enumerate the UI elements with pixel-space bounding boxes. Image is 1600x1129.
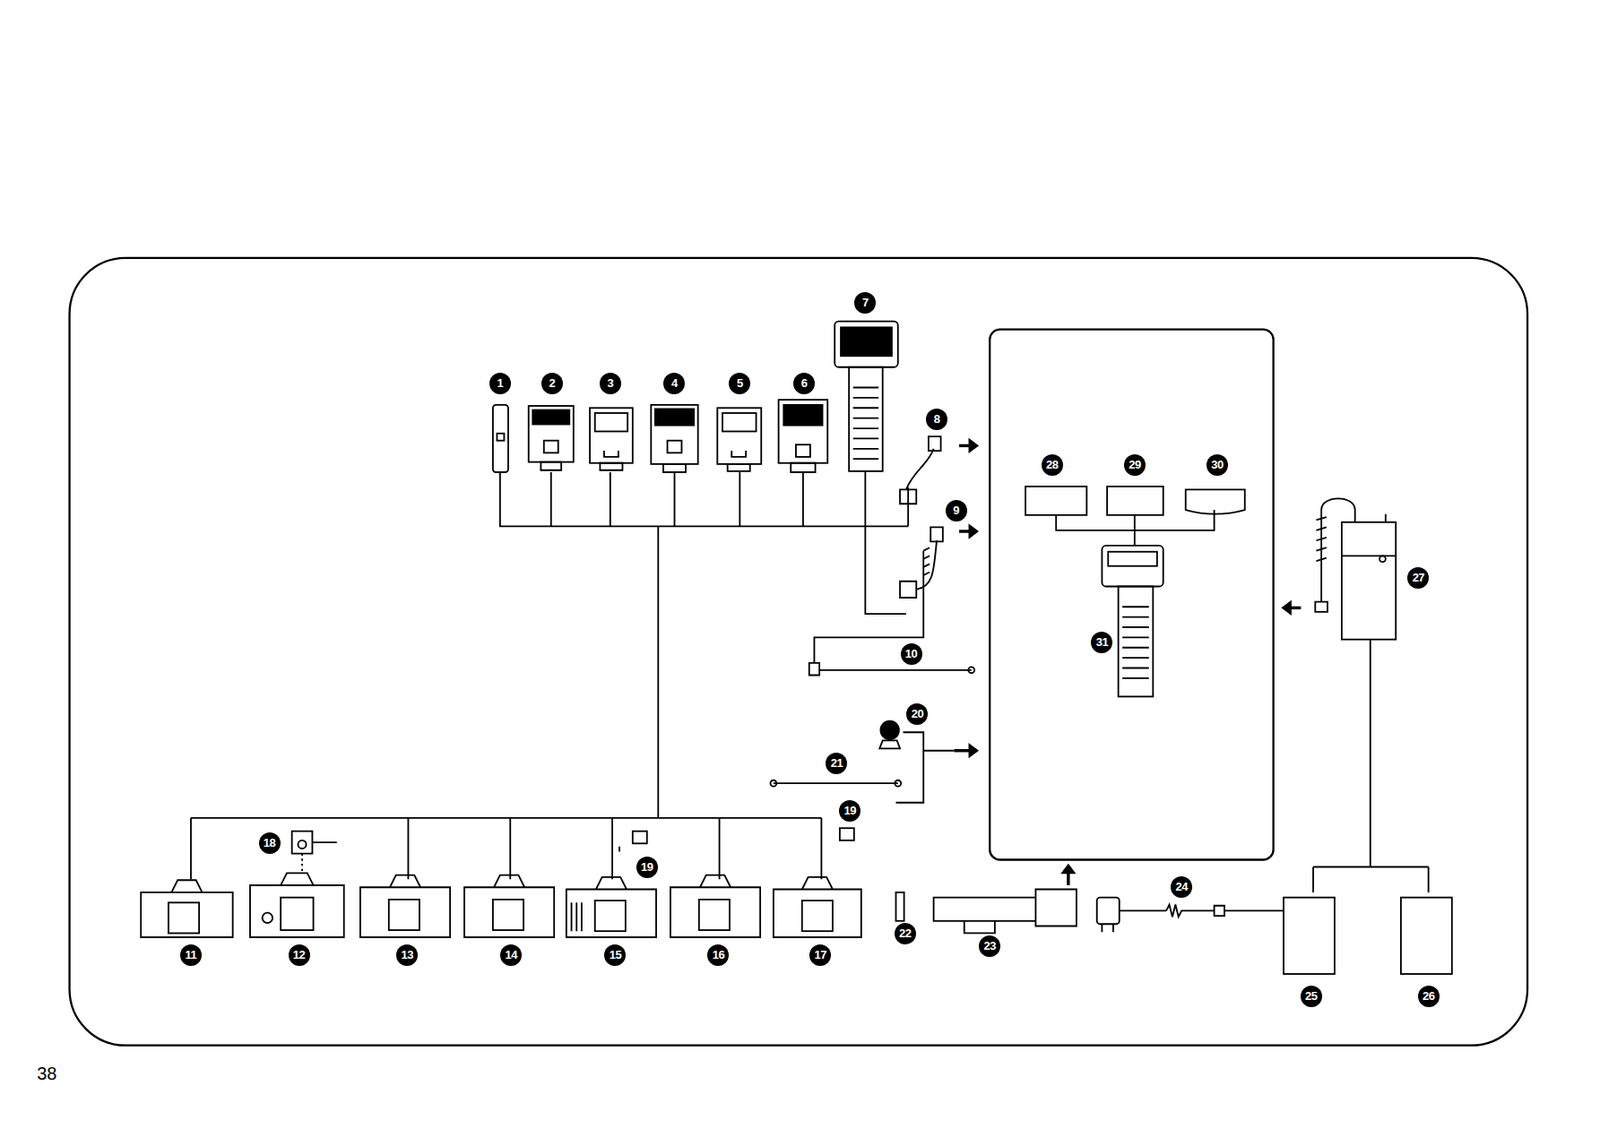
callout-number: 10 bbox=[900, 643, 923, 666]
page-number: 38 bbox=[36, 1063, 57, 1084]
callout-number: 4 bbox=[663, 372, 685, 395]
callout-number: 12 bbox=[288, 944, 311, 967]
callout-number: 15 bbox=[604, 944, 626, 967]
callout-number: 2 bbox=[541, 372, 563, 395]
callout-number: 14 bbox=[500, 944, 522, 967]
inner-frame bbox=[989, 329, 1273, 861]
large-flash bbox=[834, 321, 899, 472]
callout-number: 13 bbox=[396, 944, 418, 967]
callout-number: 18 bbox=[259, 832, 281, 855]
callout-number: 22 bbox=[894, 923, 917, 945]
cameras bbox=[140, 828, 862, 938]
callout-number: 24 bbox=[1170, 876, 1193, 899]
callout-number: 29 bbox=[1124, 454, 1146, 476]
accessories-inner bbox=[1025, 486, 1246, 697]
callout-number: 19 bbox=[636, 856, 658, 879]
callout-number: 26 bbox=[1418, 985, 1440, 1008]
callout-number: 5 bbox=[728, 372, 751, 395]
flash-units bbox=[492, 399, 828, 473]
callout-number: 20 bbox=[906, 703, 928, 726]
callout-number: 8 bbox=[925, 408, 948, 431]
callout-number: 30 bbox=[1206, 454, 1229, 476]
callout-number: 19 bbox=[838, 800, 861, 822]
bracket bbox=[895, 864, 1076, 934]
power-supply bbox=[1097, 498, 1453, 975]
callout-number: 16 bbox=[707, 944, 729, 967]
callout-number: 6 bbox=[793, 372, 815, 395]
outer-frame bbox=[69, 258, 1529, 1047]
callout-number: 17 bbox=[809, 944, 831, 967]
callout-number: 3 bbox=[599, 372, 622, 395]
callout-number: 28 bbox=[1041, 454, 1064, 476]
callout-number: 23 bbox=[978, 935, 1001, 958]
callout-number: 1 bbox=[489, 372, 511, 395]
callout-number: 25 bbox=[1300, 985, 1323, 1008]
callout-number: 21 bbox=[825, 752, 848, 775]
off-camera-cords bbox=[769, 436, 978, 804]
callout-number: 11 bbox=[180, 944, 202, 967]
callout-number: 7 bbox=[854, 292, 876, 314]
callout-number: 31 bbox=[1090, 631, 1113, 654]
callout-number: 9 bbox=[945, 500, 968, 522]
connection-lines bbox=[190, 471, 909, 880]
callout-number: 27 bbox=[1407, 567, 1429, 589]
